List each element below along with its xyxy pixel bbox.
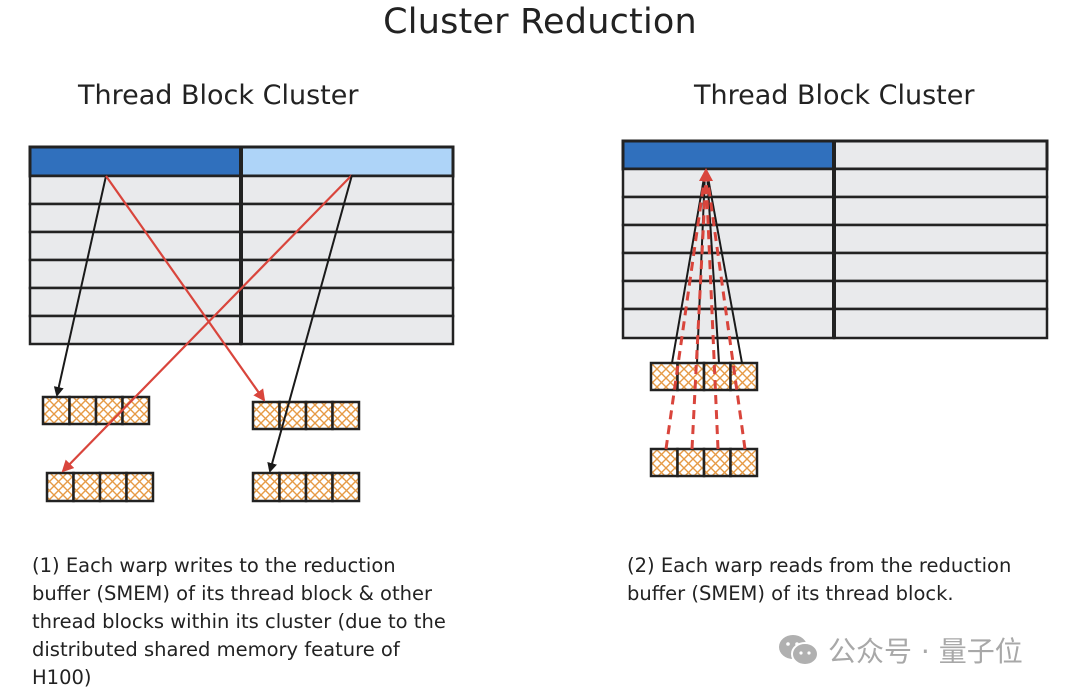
- diagram-title: Cluster Reduction: [383, 2, 697, 42]
- warp-link-black: [706, 171, 720, 364]
- right-thread-block-grid: [621, 139, 1049, 340]
- caption-line: (1) Each warp writes to the reduction: [32, 554, 396, 577]
- warp-row: [832, 223, 1049, 255]
- caption-line: buffer (SMEM) of its thread block & othe…: [32, 582, 432, 605]
- warp-row: [28, 174, 243, 206]
- watermark-text: 公众号 · 量子位: [828, 635, 1023, 668]
- right-block-0: [621, 139, 836, 340]
- warp-row: [239, 202, 455, 234]
- block-1-header-smem: [832, 139, 1049, 171]
- block-0-header-smem: [28, 145, 243, 178]
- write-arrow-black: [267, 174, 353, 473]
- caption-line: distributed shared memory feature of: [32, 638, 400, 661]
- reduction-buffer: [45, 471, 155, 503]
- watermark: 公众号 · 量子位: [778, 630, 1023, 670]
- warp-row: [621, 167, 836, 199]
- left-reduction-buffers: [41, 395, 361, 503]
- read-arrow-dashed: [704, 174, 720, 450]
- right-read-lines: [664, 168, 747, 450]
- block-1-header-smem: [239, 145, 455, 178]
- caption-line: H100): [32, 666, 92, 689]
- write-arrow-black: [53, 175, 107, 397]
- left-block-0: [28, 145, 243, 346]
- warp-row: [28, 230, 243, 262]
- write-arrow-red: [61, 174, 353, 473]
- read-arrow-dashed: [705, 174, 747, 450]
- block-0-header-smem: [621, 139, 836, 171]
- warp-row: [832, 167, 1049, 199]
- reduction-buffer: [251, 471, 361, 503]
- caption-line: thread blocks within its cluster (due to…: [32, 610, 446, 633]
- warp-row: [621, 223, 836, 255]
- write-arrow-red: [105, 175, 266, 402]
- read-arrow-dashed: [664, 174, 707, 450]
- right-reduction-buffers: [649, 361, 759, 478]
- left-block-1: [239, 145, 455, 346]
- warp-row: [621, 195, 836, 227]
- warp-row: [239, 286, 455, 318]
- warp-row: [239, 258, 455, 290]
- caption-line: buffer (SMEM) of its thread block.: [627, 582, 954, 605]
- warp-row: [832, 279, 1049, 311]
- reduction-buffer: [251, 400, 361, 431]
- wechat-icon: [779, 635, 819, 666]
- left-write-arrows: [53, 174, 353, 473]
- reduction-buffer: [649, 447, 759, 478]
- caption-line: (2) Each warp reads from the reduction: [627, 554, 1012, 577]
- left-thread-block-grid: [28, 145, 455, 346]
- warp-row: [832, 307, 1049, 340]
- read-arrow-dashed: [690, 174, 708, 450]
- warp-row: [28, 258, 243, 290]
- warp-link-black: [706, 171, 743, 364]
- left-panel-subtitle: Thread Block Cluster: [78, 80, 359, 111]
- left-caption: (1) Each warp writes to the reduction bu…: [32, 552, 492, 692]
- right-block-1: [832, 139, 1049, 340]
- warp-row: [28, 314, 243, 346]
- warp-row: [28, 286, 243, 318]
- right-caption: (2) Each warp reads from the reduction b…: [627, 552, 1080, 608]
- read-arrowhead: [699, 168, 713, 181]
- warp-row: [621, 251, 836, 283]
- right-panel-subtitle: Thread Block Cluster: [694, 80, 975, 111]
- warp-row: [239, 314, 455, 346]
- warp-row: [832, 251, 1049, 283]
- warp-row: [832, 195, 1049, 227]
- reduction-buffer: [41, 395, 151, 426]
- reduction-buffer: [649, 361, 759, 392]
